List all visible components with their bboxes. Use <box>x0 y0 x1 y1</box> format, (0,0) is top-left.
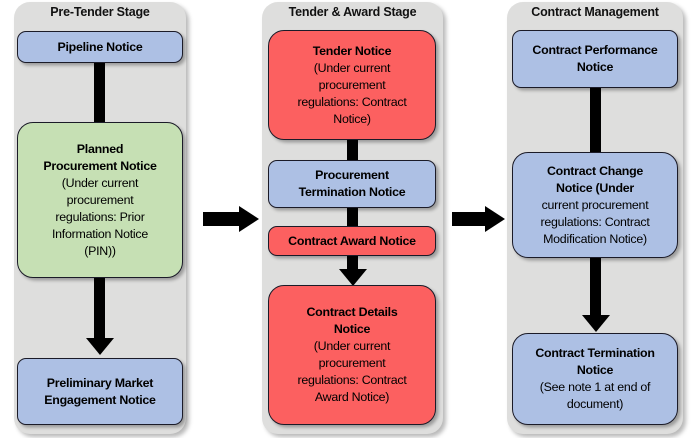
node-line: Engagement Notice <box>44 392 156 407</box>
arrow-pre-tender-to-tender-stage <box>203 206 259 232</box>
node-line: Notice <box>576 363 614 377</box>
connector-pipeline-to-planned <box>94 60 105 124</box>
connector-performance-to-change <box>590 86 601 154</box>
node-line: regulations: Prior <box>55 209 145 224</box>
node-contract-termination-notice[interactable]: Contract Termination Notice (See note 1 … <box>512 333 678 425</box>
node-line: (PIN)) <box>84 243 116 258</box>
connector-planned-to-preliminary-head <box>85 338 114 355</box>
node-line: regulations: Contract <box>297 94 407 109</box>
node-contract-award-notice[interactable]: Contract Award Notice <box>268 226 436 256</box>
node-line: Contract Award Notice <box>288 233 416 248</box>
node-line: Termination Notice <box>298 185 406 199</box>
node-line: Planned <box>76 141 124 156</box>
arrow-head <box>485 206 505 232</box>
node-line: procurement <box>318 77 386 92</box>
connector-change-to-termination-head <box>581 315 610 332</box>
connector-tender-to-procurement-termination <box>347 138 358 162</box>
connector-change-to-termination-shaft <box>590 256 601 318</box>
arrow-shaft <box>203 212 239 226</box>
node-line: (Under current <box>61 175 139 190</box>
connector-procurement-termination-to-award <box>347 206 358 228</box>
node-contract-change-notice[interactable]: Contract Change Notice (Under current pr… <box>512 152 678 258</box>
node-procurement-termination-notice[interactable]: Procurement Termination Notice <box>268 160 436 208</box>
node-line: Contract Details <box>306 305 398 319</box>
node-line: Contract Performance <box>532 43 658 57</box>
node-contract-performance-notice[interactable]: Contract Performance Notice <box>512 30 678 88</box>
node-line: (Under current <box>313 60 391 75</box>
stage-title-contract-management: Contract Management <box>531 5 659 19</box>
connector-planned-to-preliminary-shaft <box>94 276 105 340</box>
node-line: (See note 1 at end of <box>539 380 651 394</box>
node-line: Procurement <box>315 168 389 182</box>
arrow-shaft <box>452 212 485 226</box>
node-line: Notice <box>576 60 614 74</box>
connector-award-to-details-head <box>338 269 367 286</box>
arrow-head <box>239 206 259 232</box>
node-line: Pipeline Notice <box>57 39 143 54</box>
node-line: Procurement Notice <box>43 158 157 173</box>
node-line: Preliminary Market <box>46 375 154 390</box>
node-line: document) <box>566 397 624 411</box>
node-line: Modification Notice) <box>543 231 647 246</box>
node-line: current procurement <box>541 197 649 212</box>
node-line: Notice) <box>333 111 371 126</box>
node-pipeline-notice[interactable]: Pipeline Notice <box>17 31 183 63</box>
node-line: Notice <box>333 322 371 336</box>
node-line: Contract Change <box>546 163 644 178</box>
stage-title-tender-and-award: Tender & Award Stage <box>288 5 417 19</box>
node-line: procurement <box>318 356 386 370</box>
connector-award-to-details-shaft <box>347 254 358 271</box>
node-line: regulations: Contract <box>297 373 407 387</box>
node-contract-details-notice[interactable]: Contract Details Notice (Under current p… <box>268 285 436 425</box>
node-planned-procurement-notice[interactable]: Planned Procurement Notice (Under curren… <box>17 122 183 278</box>
node-line: Award Notice) <box>314 390 390 404</box>
node-preliminary-market-engagement-notice[interactable]: Preliminary Market Engagement Notice <box>17 358 183 425</box>
node-tender-notice[interactable]: Tender Notice (Under current procurement… <box>268 30 436 140</box>
node-line: regulations: Contract <box>540 214 650 229</box>
node-line: procurement <box>66 192 134 207</box>
node-line: (Under current <box>313 339 391 353</box>
stage-title-pre-tender: Pre-Tender Stage <box>50 5 150 19</box>
arrow-tender-to-contract-management <box>452 206 508 232</box>
node-line: Information Notice <box>51 226 149 241</box>
node-line: Contract Termination <box>535 346 655 360</box>
node-line: Tender Notice <box>312 43 392 58</box>
node-line: Notice (Under <box>556 180 634 195</box>
